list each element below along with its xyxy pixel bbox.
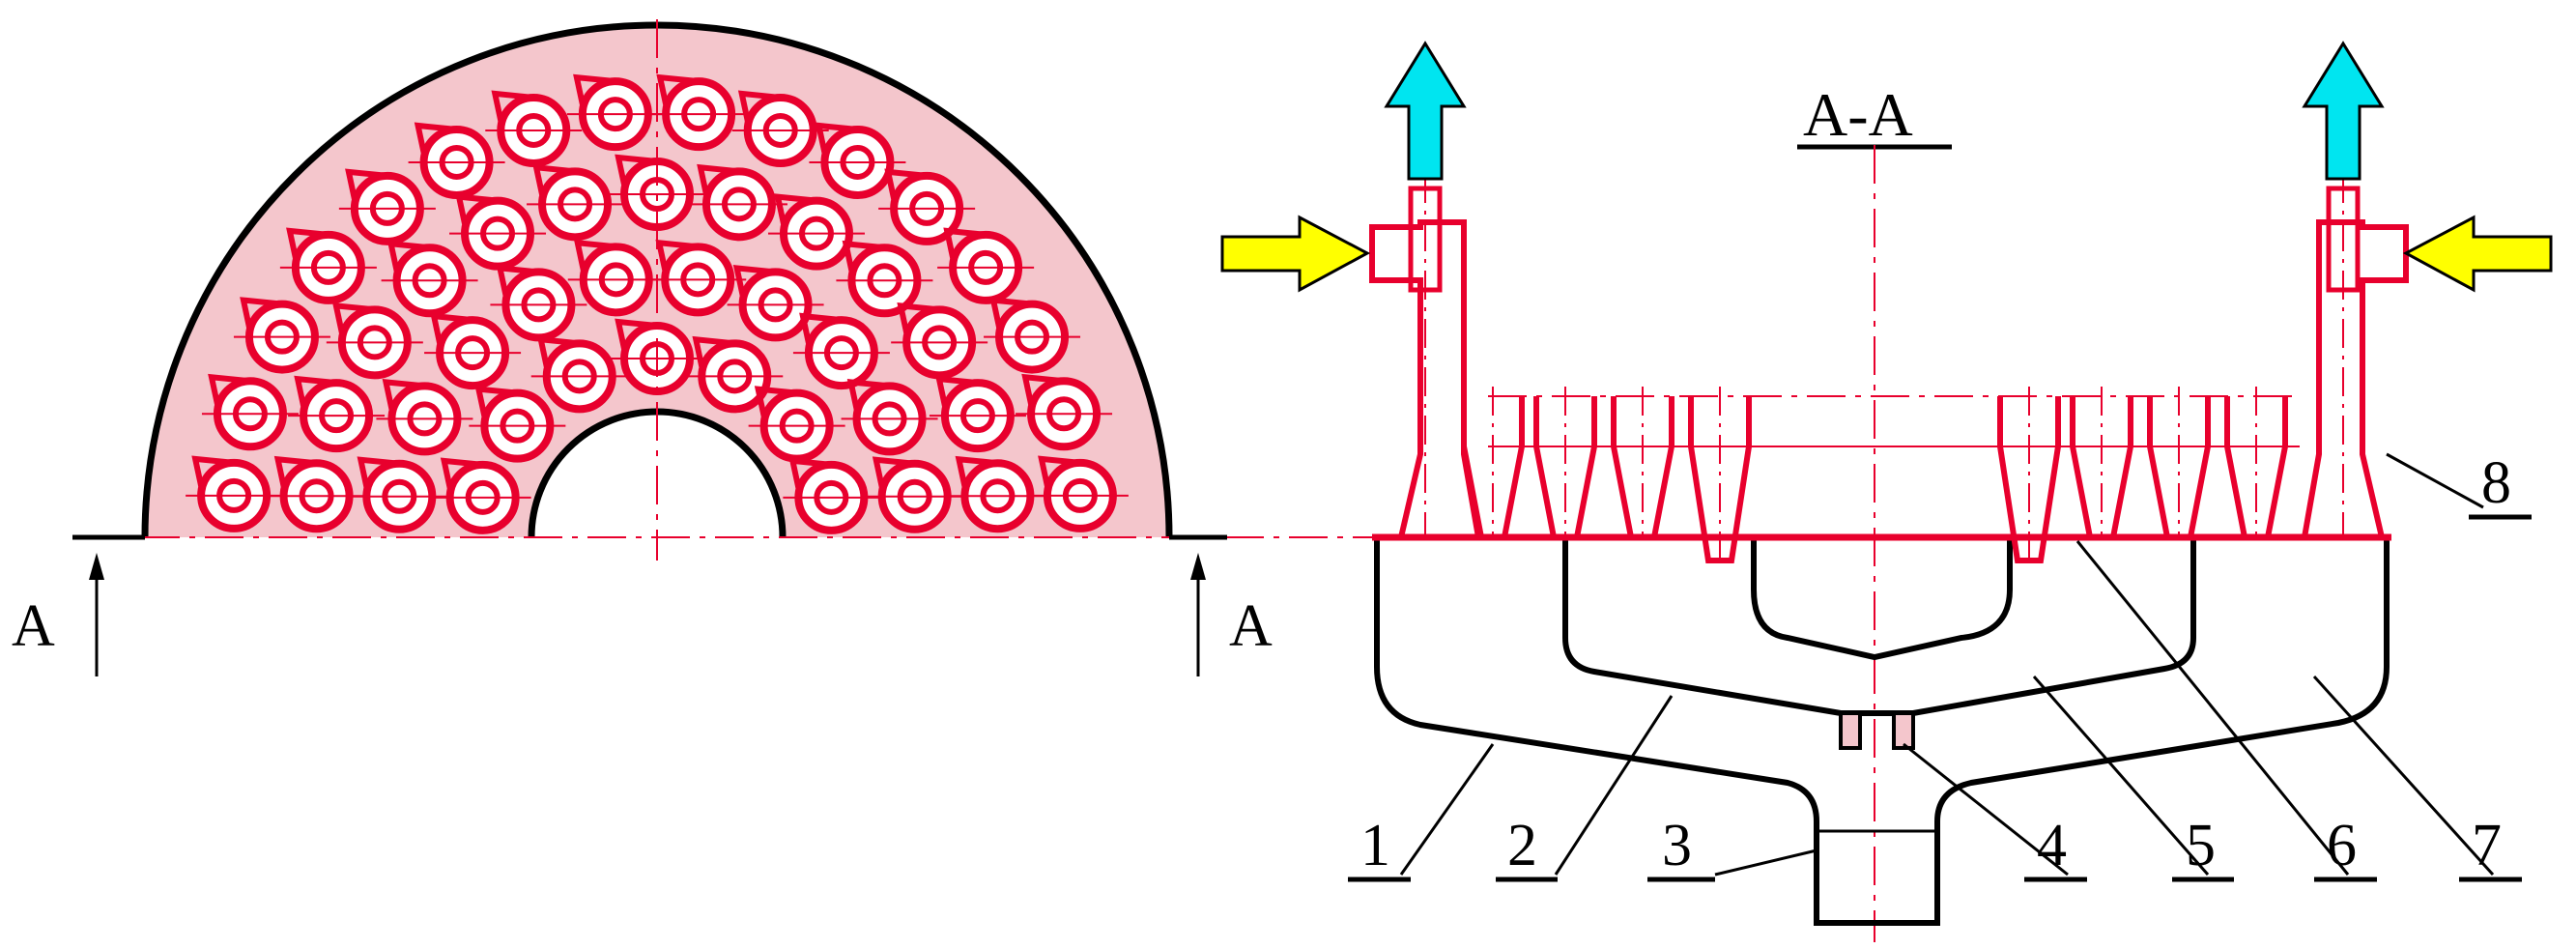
plan-cyclone	[279, 227, 377, 304]
plan-cyclone	[186, 455, 283, 532]
plan-cyclone	[381, 240, 478, 318]
section-cyclone	[2224, 387, 2288, 540]
plan-cyclone	[929, 375, 1026, 453]
plan-cyclone	[567, 239, 665, 317]
up-arrow-icon	[2302, 41, 2385, 181]
plan-view: A A	[12, 19, 1391, 676]
outlet-arrow-right	[2302, 41, 2385, 181]
plan-cyclone	[268, 455, 365, 533]
section-cyclone	[1533, 387, 1597, 540]
cut-marker-left-label: A	[12, 593, 55, 659]
up-arrow-icon	[1384, 41, 1467, 181]
part-label-6: 6	[2327, 813, 2357, 878]
inlet-arrow-left	[1220, 215, 1371, 293]
plan-cyclone	[233, 297, 330, 374]
plan-cyclone	[326, 302, 423, 380]
plan-cyclone	[376, 379, 473, 456]
plan-cyclone	[469, 386, 566, 463]
plan-cyclone	[434, 457, 531, 534]
plan-cyclone	[891, 302, 988, 380]
plan-cyclone	[984, 297, 1081, 374]
plan-cyclone	[809, 122, 906, 199]
part-label-2: 2	[1507, 813, 1537, 878]
outer-housing	[1374, 537, 2390, 926]
plan-cyclone	[288, 375, 386, 453]
plan-cyclone	[650, 73, 748, 152]
part-label-7: 7	[2472, 813, 2502, 878]
seal-ring	[1839, 711, 1915, 750]
plan-cyclone	[408, 122, 505, 199]
inner-hopper	[1562, 537, 2196, 716]
plan-cyclone	[690, 163, 787, 242]
plan-cyclone	[338, 168, 436, 245]
cut-marker-right-label: A	[1229, 593, 1273, 659]
inlet-arrow-right	[2402, 215, 2553, 293]
section-cyclone	[1997, 387, 2061, 563]
plan-cyclone	[686, 335, 784, 414]
left-arrow-icon	[2402, 215, 2553, 293]
plan-cyclone	[841, 379, 938, 456]
part-labels: 1 2 3 4 5 6 7 8	[1348, 450, 2532, 882]
cut-arrow-right	[1190, 553, 1206, 676]
plan-cyclone	[485, 90, 583, 167]
plan-cyclone	[530, 335, 628, 414]
plan-cyclone	[767, 193, 865, 271]
part-label-5: 5	[2186, 813, 2216, 878]
plan-cyclone	[937, 227, 1035, 304]
plan-cyclone	[878, 168, 976, 245]
plan-cyclone	[783, 457, 880, 534]
plan-cyclone	[527, 163, 624, 242]
plan-cyclone	[949, 455, 1046, 533]
plan-cyclone	[1031, 455, 1129, 532]
plan-cyclone	[1016, 373, 1113, 451]
section-cyclone	[1688, 387, 1752, 563]
plan-cyclone	[449, 193, 547, 271]
right-inlet-cyclone	[2302, 174, 2409, 538]
plan-cyclone	[731, 90, 829, 167]
plan-cyclone	[748, 386, 845, 463]
section-view: A-A	[1220, 41, 2553, 942]
section-cyclone	[2070, 387, 2133, 540]
plan-cyclone	[727, 265, 824, 342]
plan-cyclone-grid	[186, 73, 1129, 534]
plan-cyclone	[609, 154, 705, 231]
section-title: A-A	[1803, 80, 1913, 149]
part-label-3: 3	[1662, 813, 1692, 878]
part-label-4: 4	[2037, 813, 2067, 878]
plan-cyclone	[490, 265, 587, 342]
section-cyclone	[1611, 387, 1674, 540]
part-label-8: 8	[2481, 450, 2511, 516]
section-cyclone	[2147, 387, 2211, 540]
central-body	[1751, 537, 2013, 661]
plan-cyclone	[424, 312, 522, 390]
plan-cyclone	[792, 312, 890, 390]
right-arrow-icon	[1220, 215, 1371, 293]
outlet-arrow-left	[1384, 41, 1467, 181]
leader-lines	[1399, 452, 2495, 877]
plan-cyclone	[836, 240, 933, 318]
plan-cyclone	[866, 456, 963, 533]
plan-cyclone	[201, 373, 299, 451]
plan-cyclone	[351, 456, 448, 533]
plan-cyclone	[566, 73, 664, 152]
part-label-1: 1	[1360, 813, 1390, 878]
cut-arrow-left	[89, 553, 104, 676]
left-inlet-cyclone	[1369, 174, 1481, 538]
plan-cyclone	[649, 239, 747, 317]
